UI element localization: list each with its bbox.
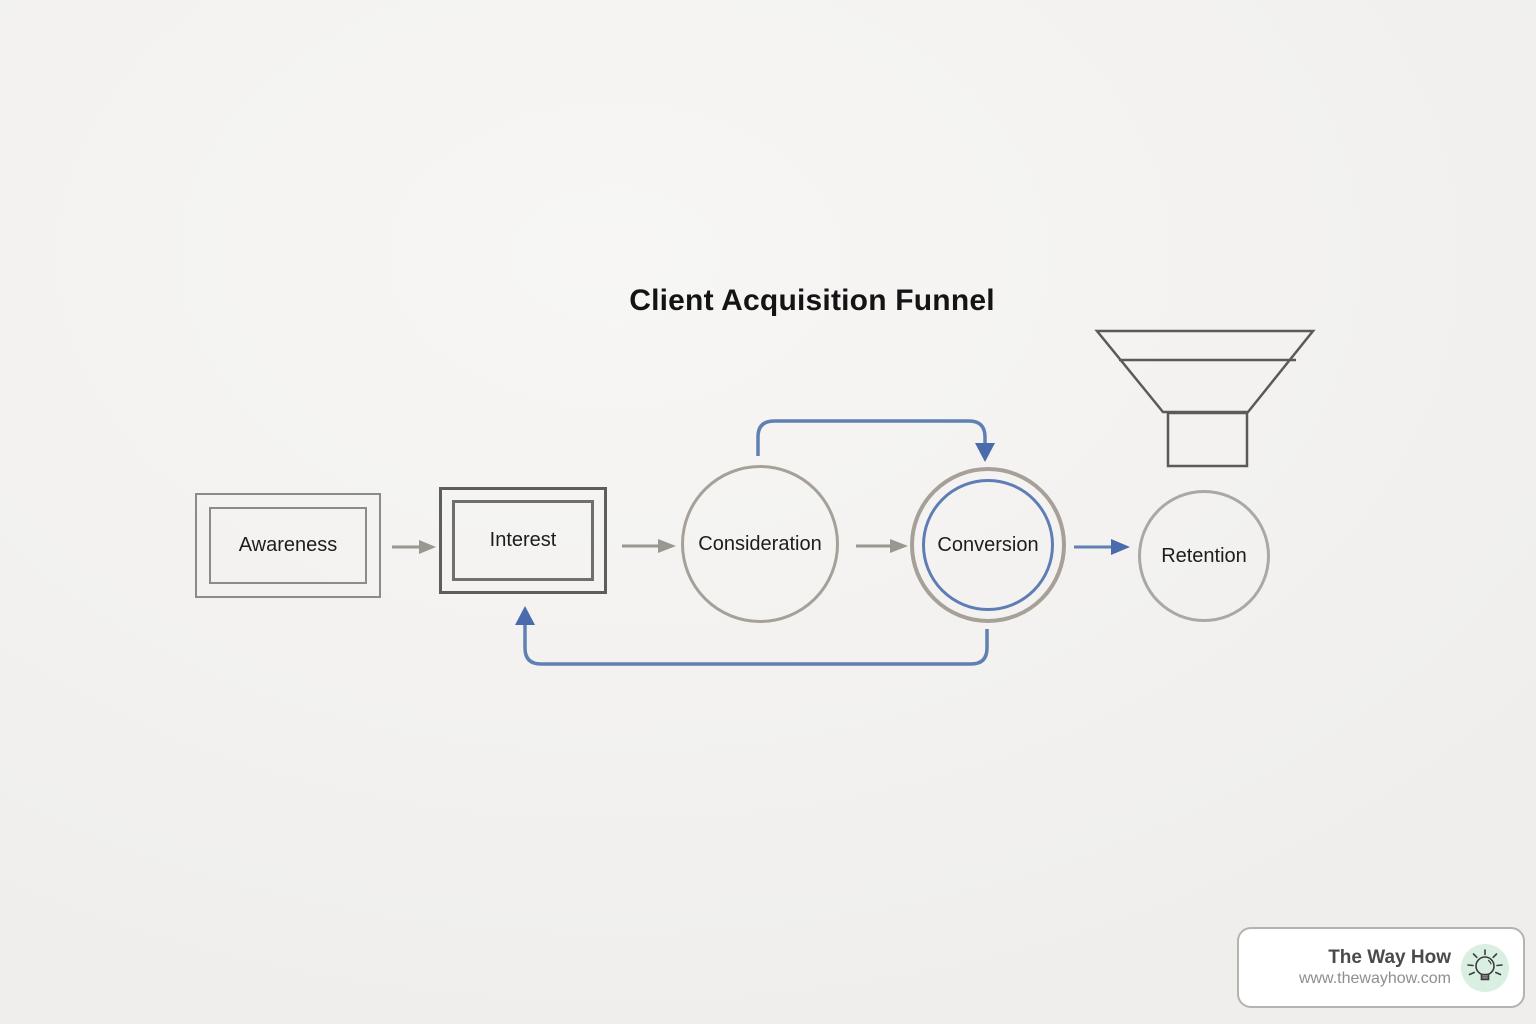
- node-awareness-inner-border: Awareness: [209, 507, 367, 584]
- watermark-badge: The Way How www.thewayhow.com: [1237, 927, 1525, 1008]
- watermark-brand: The Way How: [1328, 946, 1451, 968]
- node-interest: Interest: [439, 487, 607, 594]
- node-consideration: Consideration: [681, 465, 839, 623]
- edge-consideration-conversion: [856, 539, 908, 553]
- page-title: Client Acquisition Funnel: [629, 284, 995, 317]
- node-conversion-accent-ring: Conversion: [922, 479, 1054, 611]
- funnel-icon: [1094, 329, 1316, 468]
- node-retention: Retention: [1138, 490, 1270, 622]
- edge-conversion-retention: [1074, 539, 1130, 555]
- node-retention-label: Retention: [1161, 544, 1247, 567]
- edge-awareness-interest: [392, 540, 436, 554]
- node-interest-label: Interest: [489, 529, 557, 551]
- lightbulb-icon: [1461, 943, 1509, 992]
- node-conversion-label: Conversion: [937, 533, 1039, 556]
- watermark-text: The Way How www.thewayhow.com: [1299, 946, 1451, 990]
- node-conversion: Conversion: [910, 467, 1066, 623]
- edge-interest-consideration: [622, 539, 676, 553]
- node-consideration-label: Consideration: [698, 532, 822, 555]
- node-interest-inner-border: Interest: [452, 500, 594, 581]
- node-awareness-label: Awareness: [238, 534, 338, 556]
- node-awareness: Awareness: [195, 493, 381, 598]
- edge-consideration-conversion-curve: [756, 419, 995, 462]
- watermark-url: www.thewayhow.com: [1298, 970, 1451, 988]
